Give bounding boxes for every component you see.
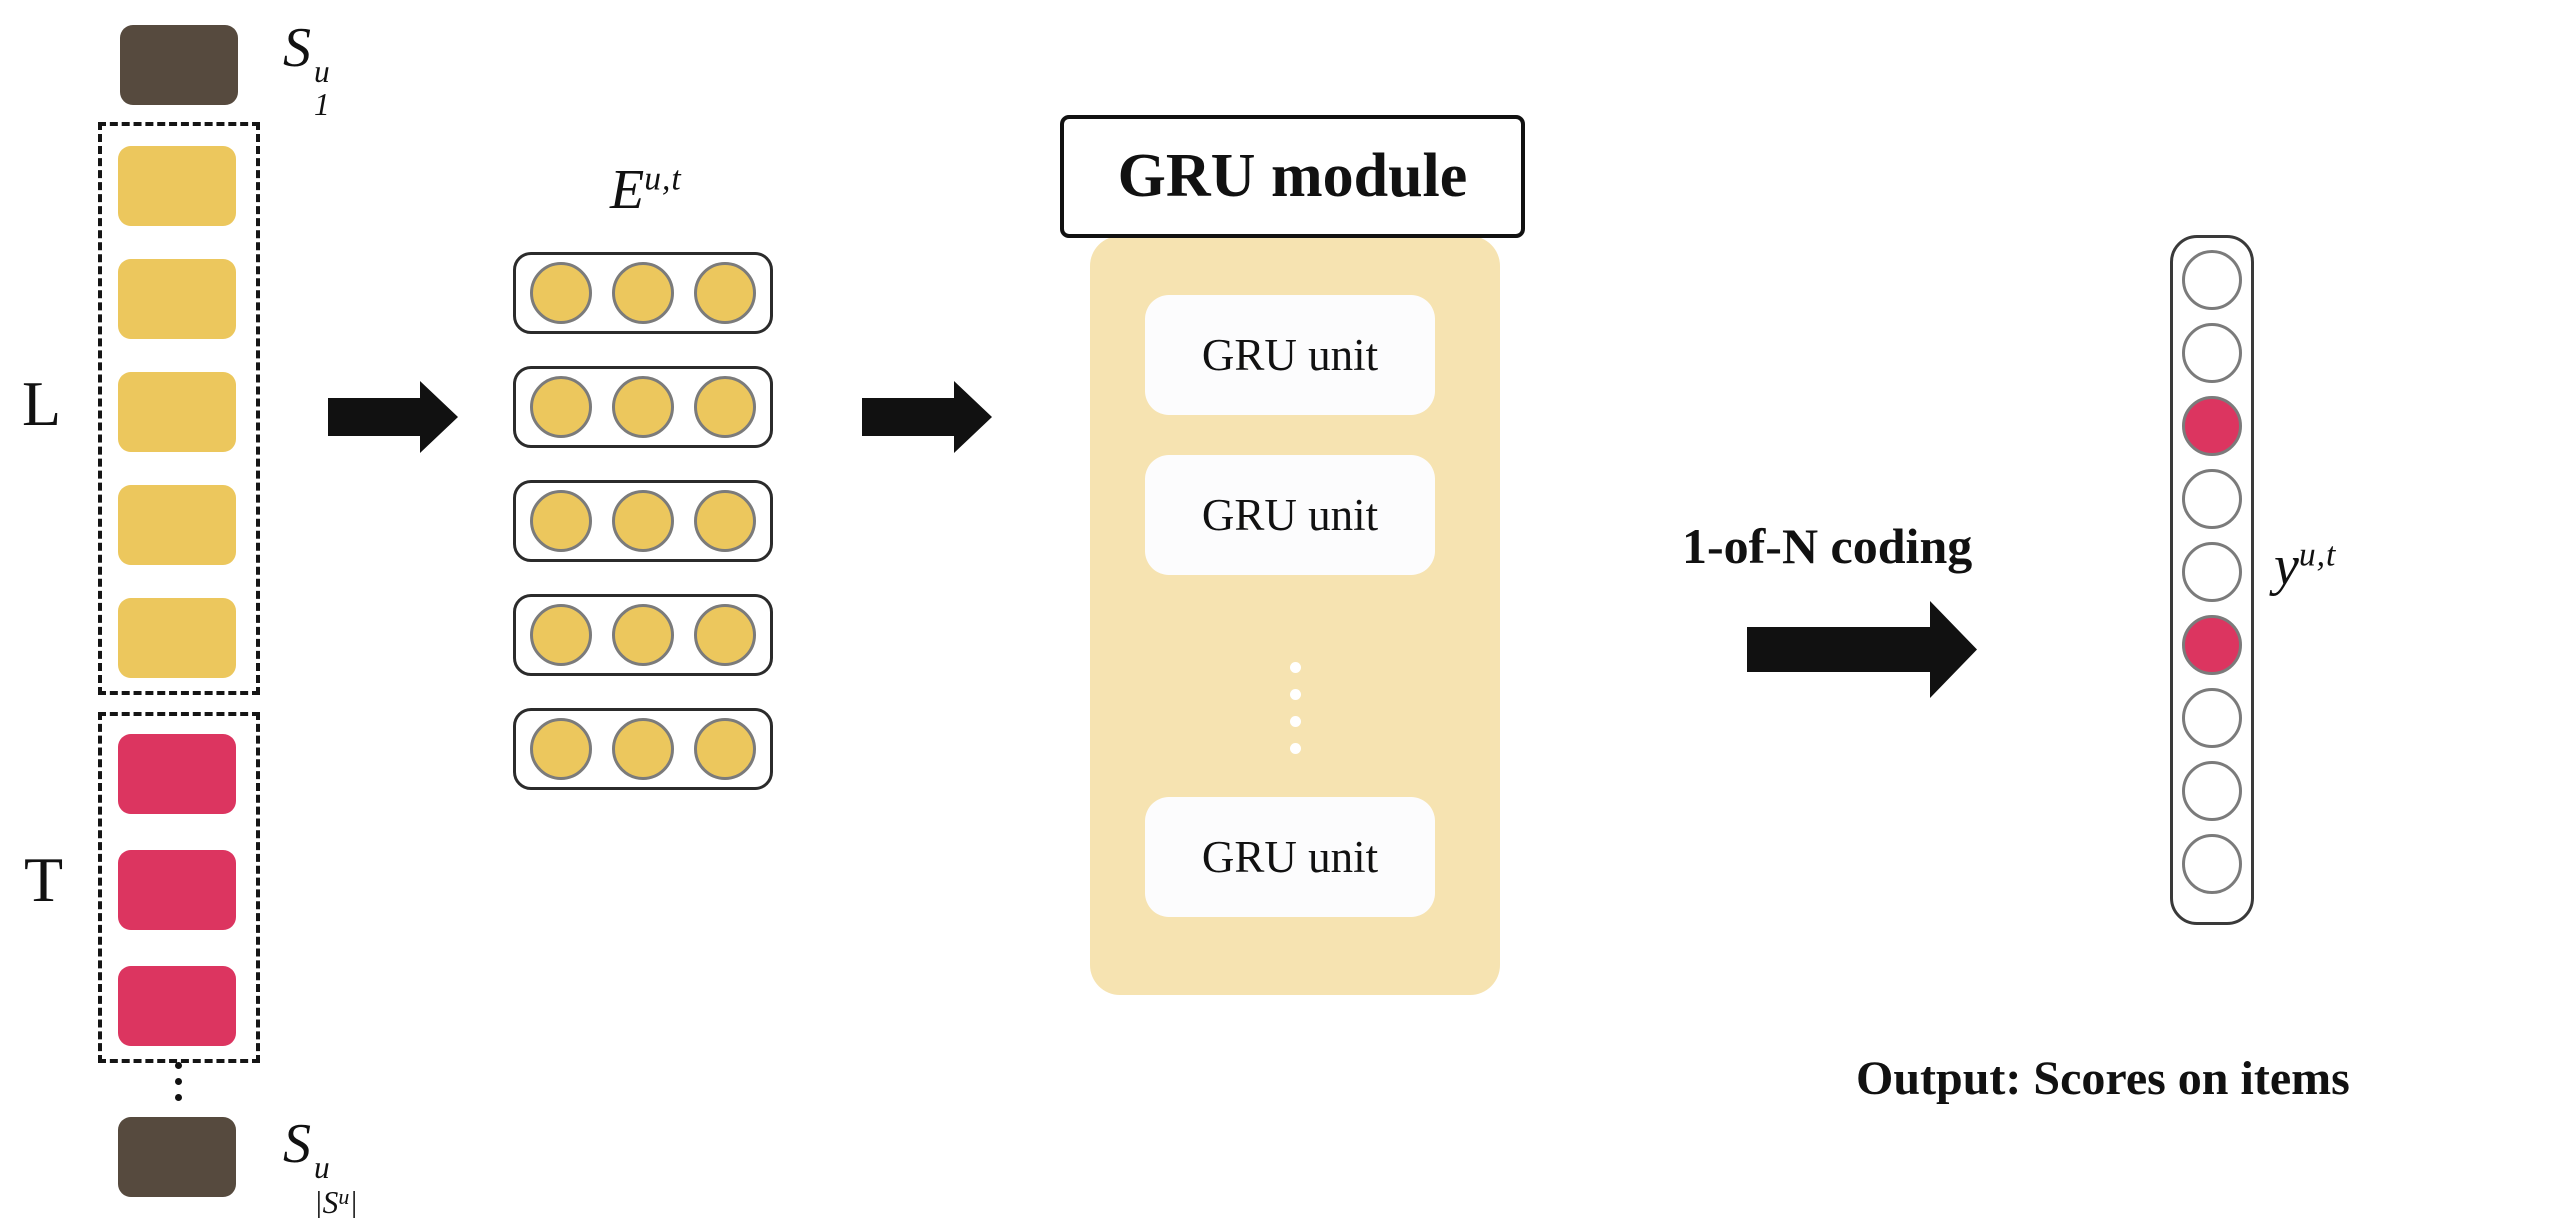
arrow-right-icon [862, 381, 992, 453]
last-item-label-sub-close: | [349, 1184, 358, 1218]
gru-module-title-text: GRU module [1117, 142, 1468, 210]
last-item-label-sub-sup: u [338, 1183, 350, 1209]
long-term-item [118, 485, 236, 565]
output-vector [2170, 235, 2254, 925]
output-cell [2182, 250, 2242, 310]
sequence-item-last [118, 1117, 236, 1197]
first-item-label-sub: 1 [314, 86, 330, 122]
embedding-row [513, 252, 773, 334]
embedding-circle [530, 376, 592, 438]
output-caption: Output: Scores on items [1856, 1052, 2350, 1105]
arrow-right-icon [1747, 601, 1977, 698]
vertical-ellipsis-icon [1290, 662, 1301, 754]
gru-unit-label: GRU unit [1201, 832, 1379, 882]
embedding-circle [694, 262, 756, 324]
ellipsis-dot [1290, 716, 1301, 727]
embedding-circle [694, 490, 756, 552]
sequence-item-first [120, 25, 238, 105]
embedding-row [513, 708, 773, 790]
output-cell [2182, 323, 2242, 383]
gru-unit-box: GRU unit [1145, 455, 1435, 575]
target-item [118, 850, 236, 930]
embedding-circle [530, 490, 592, 552]
embedding-circle [612, 604, 674, 666]
target-group [98, 712, 260, 1063]
embedding-circle [612, 718, 674, 780]
output-vector-label: yu,t [2274, 538, 2336, 594]
target-item [118, 734, 236, 814]
embedding-circle [530, 718, 592, 780]
output-cell [2182, 469, 2242, 529]
output-vector-label-base: y [2274, 535, 2299, 597]
embedding-rows [513, 252, 773, 790]
ellipsis-dot [1290, 662, 1301, 673]
ellipsis-dot [1290, 743, 1301, 754]
ellipsis-dot [175, 1094, 182, 1101]
gru-unit-box: GRU unit [1145, 295, 1435, 415]
embedding-row [513, 594, 773, 676]
last-item-label-base: S [283, 1113, 311, 1175]
target-group-label: T [24, 844, 64, 915]
gru-module-title: GRU module [1060, 115, 1525, 238]
long-term-item [118, 146, 236, 226]
last-item-label-sub-open: |S [314, 1184, 339, 1218]
last-item-label-sup: u [314, 1149, 330, 1185]
embedding-circle [694, 376, 756, 438]
embedding-circle [694, 718, 756, 780]
embedding-circle [530, 262, 592, 324]
long-term-item [118, 372, 236, 452]
gru-unit-box: GRU unit [1145, 797, 1435, 917]
first-item-label-base: S [283, 17, 311, 79]
embedding-label-base: E [610, 159, 645, 221]
gru-unit-label: GRU unit [1201, 330, 1379, 380]
embedding-circle [612, 490, 674, 552]
output-cell [2182, 688, 2242, 748]
first-item-label-sup: u [314, 53, 330, 89]
target-item [118, 966, 236, 1046]
long-term-item [118, 598, 236, 678]
long-term-group [98, 122, 260, 695]
embedding-label-sup: u,t [644, 160, 682, 198]
embedding-circle [530, 604, 592, 666]
long-term-group-label: L [22, 368, 62, 439]
output-cell [2182, 834, 2242, 894]
last-item-label-scripts: u|Su| [314, 1149, 358, 1218]
embedding-circle [612, 262, 674, 324]
arrow-right-icon [328, 381, 458, 453]
ellipsis-dot [1290, 689, 1301, 700]
embedding-circle [694, 604, 756, 666]
embedding-row [513, 480, 773, 562]
ellipsis-dot [175, 1062, 182, 1069]
embedding-row [513, 366, 773, 448]
gru-unit-label: GRU unit [1201, 490, 1379, 540]
output-vector-label-sup: u,t [2298, 536, 2337, 574]
last-item-label-sub: |Su| [314, 1185, 358, 1218]
ellipsis-dot [175, 1078, 182, 1085]
output-cell [2182, 761, 2242, 821]
coding-label: 1-of-N coding [1682, 518, 1973, 574]
output-cell [2182, 615, 2242, 675]
embedding-circle [612, 376, 674, 438]
embedding-label: Eu,t [610, 162, 682, 218]
long-term-item [118, 259, 236, 339]
output-cell [2182, 542, 2242, 602]
vertical-ellipsis-icon [175, 1062, 182, 1101]
output-cell [2182, 396, 2242, 456]
